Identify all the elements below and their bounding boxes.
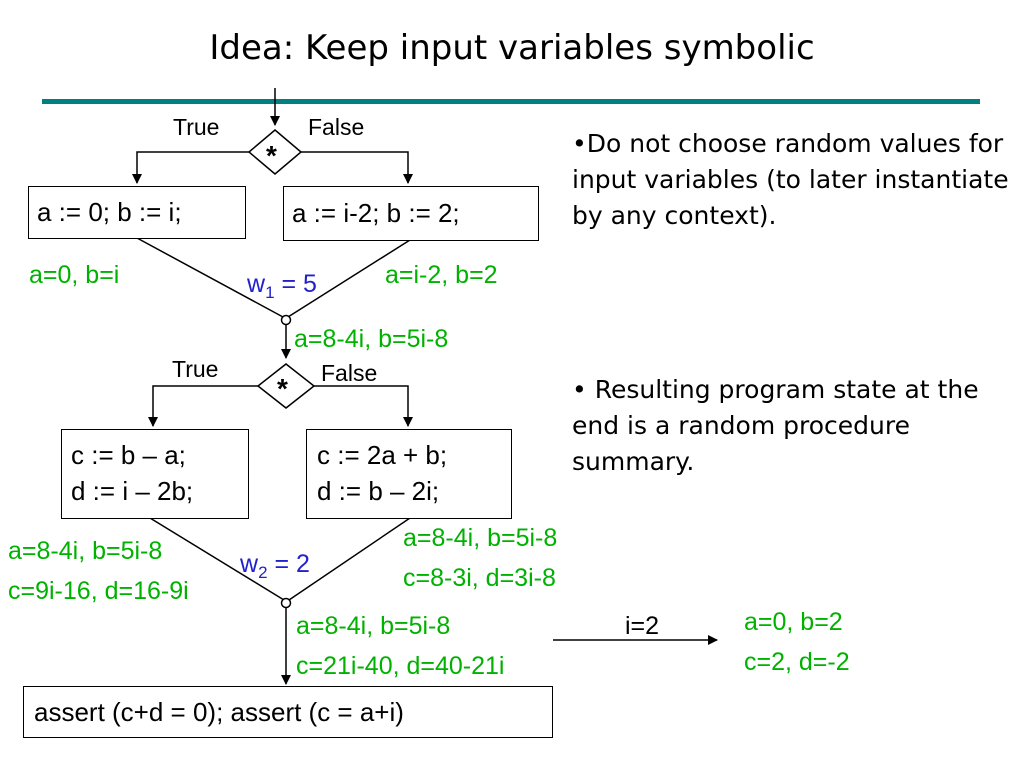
instantiation-label: i=2 (625, 612, 660, 640)
assign-left-1-code: a := 0; b := i; (37, 197, 182, 227)
decision-2-op: * (277, 373, 288, 404)
assign-box-left-1: a := 0; b := i; (28, 186, 246, 239)
decision-1-false-label: False (308, 114, 365, 140)
weight-1-subscript: 1 (265, 283, 275, 302)
join-node-2 (280, 597, 292, 609)
bullet-point-1: •Do not choose random values for input v… (572, 129, 1009, 230)
decision-2-true-label: True (172, 356, 219, 382)
state-left-2-line-1: a=8-4i, b=5i-8 (8, 537, 163, 565)
weight-1: w1 = 5 (247, 270, 317, 303)
assign-left-2-line-2: d := i – 2b; (71, 476, 194, 506)
join-node-1 (280, 314, 292, 326)
decision-diamond-1 (247, 129, 303, 175)
assert-box: assert (c+d = 0); assert (c = a+i) (23, 686, 553, 738)
state-right-2-line-1: a=8-4i, b=5i-8 (403, 524, 558, 552)
weight-2: w2 = 2 (240, 550, 310, 583)
instantiated-state-line-2: c=2, d=-2 (744, 648, 850, 676)
weight-1-var: w (247, 270, 266, 298)
assign-left-2-line-1: c := b – a; (71, 440, 186, 470)
assign-box-right-2: c := 2a + b; d := b – 2i; (306, 429, 512, 519)
assign-right-1-code: a := i-2; b := 2; (292, 198, 460, 228)
state-right-2-line-2: c=8-3i, d=3i-8 (403, 564, 556, 592)
weight-2-var: w (240, 550, 259, 578)
bullet-point-2: • Resulting program state at the end is … (572, 375, 979, 476)
weight-2-subscript: 2 (258, 563, 268, 582)
slide-title: Idea: Keep input variables symbolic (209, 28, 815, 68)
state-left-2-line-2: c=9i-16, d=16-9i (8, 577, 189, 605)
assign-box-left-2: c := b – a; d := i – 2b; (61, 429, 249, 519)
assign-right-2-line-1: c := 2a + b; (317, 440, 448, 470)
assign-right-2-line-2: d := b – 2i; (317, 476, 440, 506)
decision-2-false-label: False (321, 360, 378, 386)
assert-text: assert (c+d = 0); assert (c = a+i) (34, 697, 404, 727)
instantiated-state-line-1: a=0, b=2 (744, 608, 843, 636)
assign-box-right-1: a := i-2; b := 2; (283, 186, 539, 241)
weight-2-value: = 2 (267, 550, 310, 578)
state-right-1: a=i-2, b=2 (385, 261, 498, 289)
title-divider (42, 99, 980, 104)
state-left-1: a=0, b=i (29, 261, 120, 289)
state-join-2-line-1: a=8-4i, b=5i-8 (296, 612, 451, 640)
decision-1-op: * (266, 140, 277, 171)
decision-1-true-label: True (173, 114, 220, 140)
state-join-2-line-2: c=21i-40, d=40-21i (296, 652, 505, 680)
decision-diamond-2 (256, 363, 316, 409)
weight-1-value: = 5 (274, 270, 317, 298)
state-join-1: a=8-4i, b=5i-8 (294, 325, 449, 353)
